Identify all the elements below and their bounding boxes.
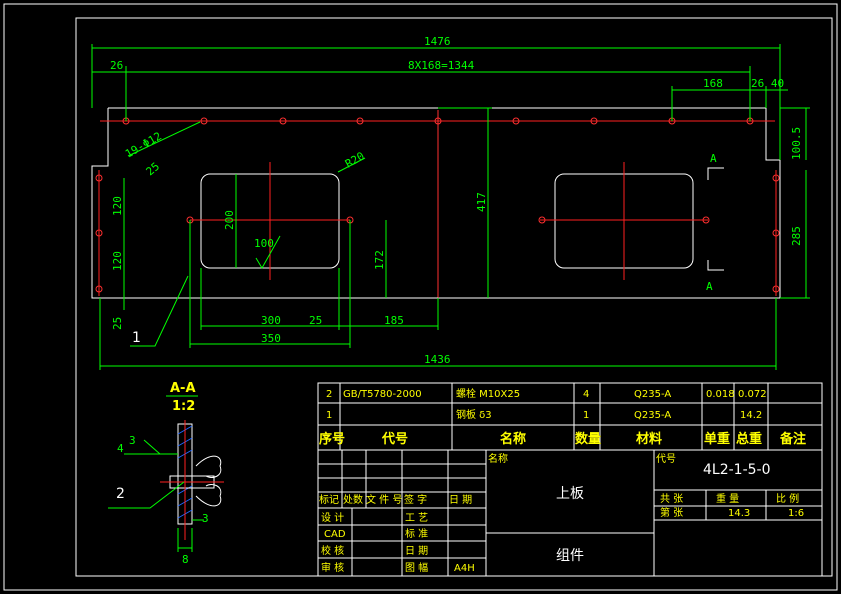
callout-1: 1 <box>132 330 141 346</box>
dim-left-offset: 26 <box>110 59 123 72</box>
role-check: 校 核 <box>321 544 344 557</box>
section-scale: 1:2 <box>172 399 195 414</box>
meta-sheet-no: 第 张 <box>660 506 683 519</box>
bom-grid <box>317 382 823 451</box>
role-standard: 标 准 <box>405 528 428 540</box>
dimension-lines <box>91 44 810 370</box>
title-col-date: 日 期 <box>449 494 472 506</box>
dim-left-3: 25 <box>111 317 124 330</box>
bom-row-name: 螺栓 M10X25 <box>456 387 520 400</box>
dim-mid-v: 172 <box>373 250 386 270</box>
role-size: 图 幅 <box>405 561 428 574</box>
part-name: 上板 <box>556 486 584 502</box>
bom-row-material: Q235-A <box>634 410 671 421</box>
title-col-sign: 签 字 <box>404 493 427 506</box>
section-marker-bottom: A <box>706 280 713 293</box>
dim-hole-note: 19-Φ12 <box>123 129 164 160</box>
callout-2: 2 <box>116 486 125 502</box>
title-col-count: 处数 <box>343 493 363 506</box>
section-dim-3: 3 <box>129 434 136 447</box>
bom-header-unit-wt: 单重 <box>704 431 730 447</box>
role-cad: CAD <box>324 529 346 540</box>
section-title: A-A <box>170 381 196 396</box>
weight-value: 14.3 <box>728 508 750 519</box>
section-dim-4: 4 <box>117 442 124 455</box>
title-block-grid <box>317 449 823 577</box>
bom-row-total-wt: 14.2 <box>740 410 762 421</box>
bom-row-qty: 4 <box>583 389 589 400</box>
drawing-number: 4L2-1-5-0 <box>703 462 771 478</box>
title-code-label: 代号 <box>656 453 676 465</box>
bom-row-total-wt: 0.072 <box>738 389 767 400</box>
role-process: 工 艺 <box>405 512 428 524</box>
title-col-doc: 文 件 号 <box>366 493 402 506</box>
dim-hole-note-sub: 25 <box>144 160 163 178</box>
section-marker <box>707 167 724 271</box>
meta-weight: 重 量 <box>716 492 739 505</box>
bom-row-name: 钢板 δ3 <box>456 408 492 421</box>
section-dim-3b: 3 <box>202 512 209 525</box>
meta-scale: 比 例 <box>776 492 799 505</box>
bom-row-material: Q235-A <box>634 389 671 400</box>
title-col-mark: 标记 <box>319 494 339 506</box>
role-date: 日 期 <box>405 545 428 557</box>
bom-header-no: 序号 <box>319 431 345 447</box>
sheet-size: A4H <box>454 563 475 574</box>
bom-header-total-wt: 总重 <box>736 431 762 447</box>
bom-row-no: 2 <box>326 389 332 400</box>
dim-roughness: 100 <box>254 237 274 250</box>
dim-pitch-single: 168 <box>703 77 723 90</box>
bom-row-no: 1 <box>326 410 332 421</box>
dim-cut-w2: 350 <box>261 332 281 345</box>
bom-header-name: 名称 <box>500 431 526 447</box>
role-design: 设 计 <box>321 511 344 524</box>
meta-sheets: 共 张 <box>660 493 683 505</box>
dim-left-1: 120 <box>111 196 124 216</box>
section-dim-8: 8 <box>182 553 189 566</box>
dim-left-2: 120 <box>111 251 124 271</box>
bom-header-material: 材料 <box>636 431 662 447</box>
dim-right-top: 100.5 <box>790 127 803 160</box>
dim-corner-radius: R20 <box>343 149 367 170</box>
dim-cutout-h: 200 <box>223 210 236 230</box>
plate-outline <box>91 107 781 299</box>
dim-overall-bottom: 1436 <box>424 353 451 366</box>
bom-header-code: 代号 <box>381 431 408 447</box>
center-lines <box>98 162 777 296</box>
dim-cut-w: 300 <box>261 314 281 327</box>
section-marker-top: A <box>710 152 717 165</box>
dim-overall-top: 1476 <box>424 35 451 48</box>
bom-row-code: GB/T5780-2000 <box>343 389 422 400</box>
title-name-label: 名称 <box>488 452 508 465</box>
scale-value: 1:6 <box>788 508 804 519</box>
bom-header-qty: 数量 <box>575 431 601 447</box>
bom-row-qty: 1 <box>583 410 589 421</box>
outer-frame <box>3 3 838 591</box>
dim-pitch: 8X168=1344 <box>408 59 475 72</box>
bom-header-note: 备注 <box>779 431 806 447</box>
section-view <box>160 420 224 540</box>
dim-cut-gap: 25 <box>309 314 322 327</box>
role-review: 审 核 <box>321 561 344 574</box>
dim-right-offsets: 26 40 <box>751 77 784 90</box>
dim-height: 417 <box>475 192 488 212</box>
section-dims <box>108 439 204 552</box>
dim-right-side: 285 <box>790 226 803 246</box>
dim-cut-end: 185 <box>384 314 404 327</box>
part-type: 组件 <box>556 548 584 564</box>
bom-row-unit-wt: 0.018 <box>706 389 735 400</box>
